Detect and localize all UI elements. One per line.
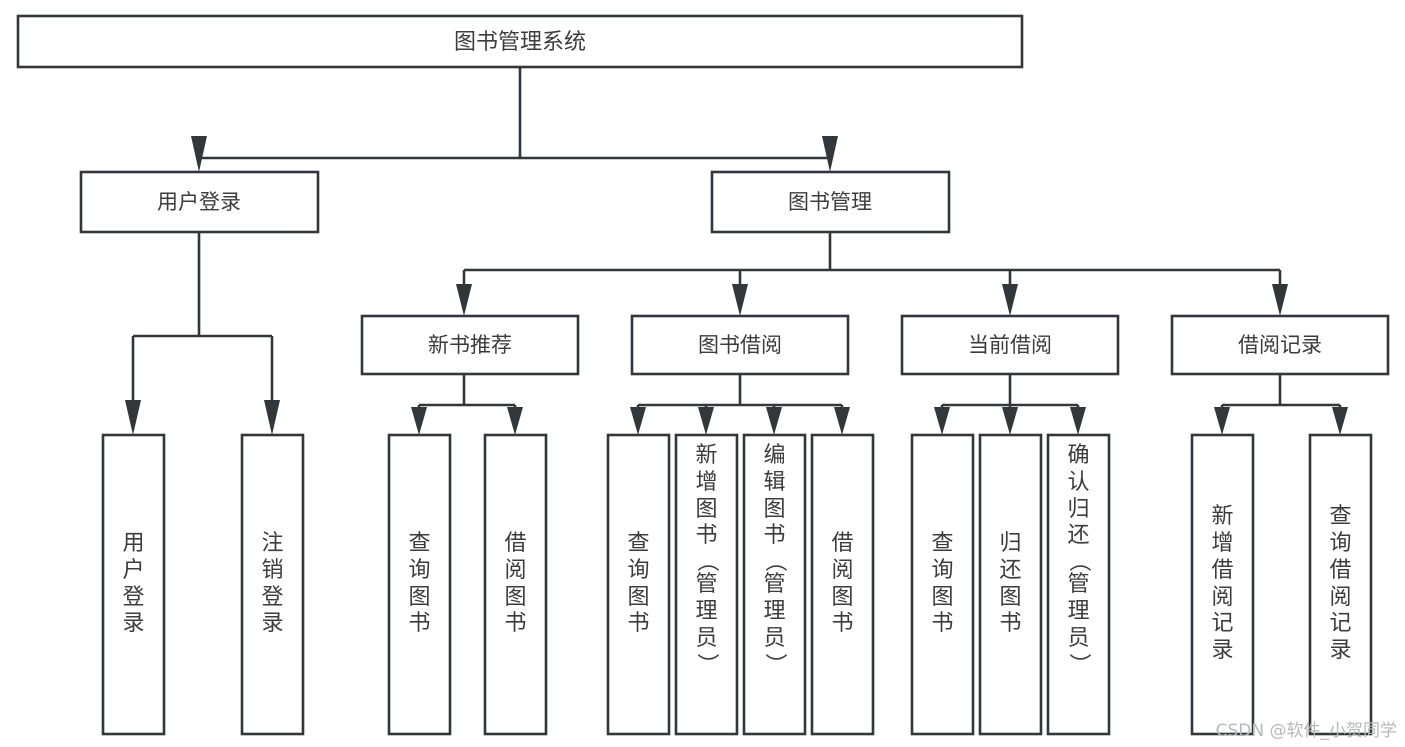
leaf-box-query-book-3[interactable]	[910, 433, 975, 736]
current-borrow-box[interactable]	[900, 314, 1120, 376]
arrow-to-book-borrow	[732, 284, 748, 316]
new-book-recommend-label: 新书推荐	[428, 333, 512, 357]
current-borrow-label: 当前借阅	[968, 333, 1052, 357]
borrow-record-box[interactable]	[1170, 314, 1390, 376]
new-book-recommend-box[interactable]	[360, 314, 580, 376]
leaf-box-query-book-2[interactable]	[606, 433, 671, 736]
node-borrow-record[interactable]: 借阅记录	[1170, 314, 1390, 376]
book-borrow-label: 图书借阅	[698, 333, 782, 357]
leaf-box-borrow-book-2[interactable]	[810, 433, 875, 736]
user-login-box[interactable]	[79, 170, 320, 234]
node-book-borrow[interactable]: 图书借阅	[630, 314, 850, 376]
root-label: 图书管理系统	[454, 30, 586, 55]
arrow-to-leaf-edit-book	[766, 407, 782, 435]
node-book-management[interactable]: 图书管理	[710, 170, 951, 234]
arrow-to-leaf-query-book-3	[934, 407, 950, 435]
book-management-label: 图书管理	[788, 190, 872, 214]
leaf-box-add-borrow-record[interactable]	[1190, 433, 1255, 736]
connectors-layer	[125, 67, 1348, 435]
arrow-to-borrow-record	[1272, 284, 1288, 316]
arrow-to-leaf-query-record	[1332, 407, 1348, 435]
arrow-to-leaf-add-record	[1214, 407, 1230, 435]
leaf-box-user-login[interactable]	[101, 433, 166, 736]
arrow-to-book-mgmt	[822, 136, 838, 172]
arrow-to-leaf-user-login	[125, 400, 141, 435]
arrow-to-leaf-add-book	[698, 407, 714, 435]
node-current-borrow[interactable]: 当前借阅	[900, 314, 1120, 376]
arrow-to-leaf-borrow-book-2	[834, 407, 850, 435]
arrow-to-leaf-query-book-1	[411, 407, 427, 435]
arrow-to-leaf-logout	[264, 400, 280, 435]
leaf-box-confirm-return[interactable]	[1046, 433, 1111, 736]
node-user-login[interactable]: 用户登录	[79, 170, 320, 234]
book-management-box[interactable]	[710, 170, 951, 234]
csdn-watermark: CSDN @软件_小贺同学	[1215, 721, 1397, 741]
leaf-box-query-book-1[interactable]	[387, 433, 452, 736]
arrow-to-new-book-recommend	[456, 284, 472, 316]
leaf-box-borrow-book-1[interactable]	[483, 433, 548, 736]
leaf-box-logout[interactable]	[240, 433, 305, 736]
node-new-book-recommend[interactable]: 新书推荐	[360, 314, 580, 376]
node-root[interactable]: 图书管理系统	[16, 14, 1024, 69]
arrow-to-user-login	[191, 136, 207, 172]
root-box[interactable]	[16, 14, 1024, 69]
arrow-to-leaf-return-book	[1002, 407, 1018, 435]
book-borrow-box[interactable]	[630, 314, 850, 376]
borrow-record-label: 借阅记录	[1238, 333, 1322, 357]
arrow-to-leaf-query-book-2	[630, 407, 646, 435]
arrow-to-current-borrow	[1002, 284, 1018, 316]
leaf-box-return-book[interactable]	[978, 433, 1043, 736]
arrow-to-leaf-borrow-book-1	[507, 407, 523, 435]
leaf-box-add-book[interactable]	[674, 433, 739, 736]
leaf-box-query-borrow-record[interactable]	[1308, 433, 1373, 736]
leaf-box-edit-book[interactable]	[742, 433, 807, 736]
user-login-label: 用户登录	[157, 190, 241, 214]
arrow-to-leaf-confirm-return	[1070, 407, 1086, 435]
leaf-boxes-layer	[101, 433, 1373, 736]
